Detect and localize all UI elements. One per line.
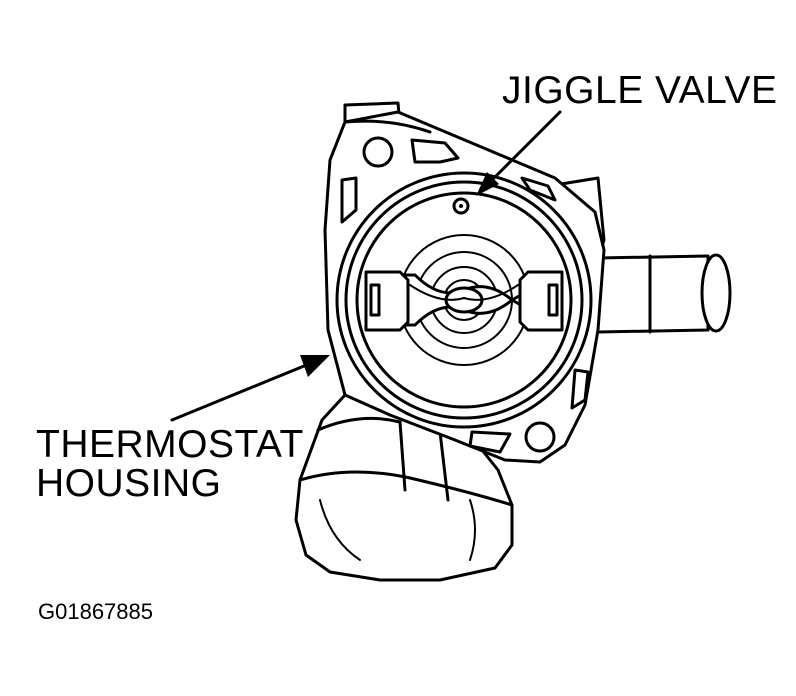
thermostat-housing-label-line1: THERMOSTAT (36, 423, 304, 466)
jiggle-valve-label: JIGGLE VALVE (502, 69, 778, 112)
bolt-hole-bottom-right (524, 421, 556, 453)
bolt-hole-top-left (362, 136, 394, 168)
figure-id: G01867885 (38, 599, 153, 624)
thermostat-body (335, 171, 593, 429)
thermostat-housing-label-line2: HOUSING (36, 462, 222, 505)
housing-side-pipe (596, 253, 732, 334)
thermostat-housing-leader (170, 355, 330, 422)
jiggle-valve-leader (476, 110, 562, 196)
